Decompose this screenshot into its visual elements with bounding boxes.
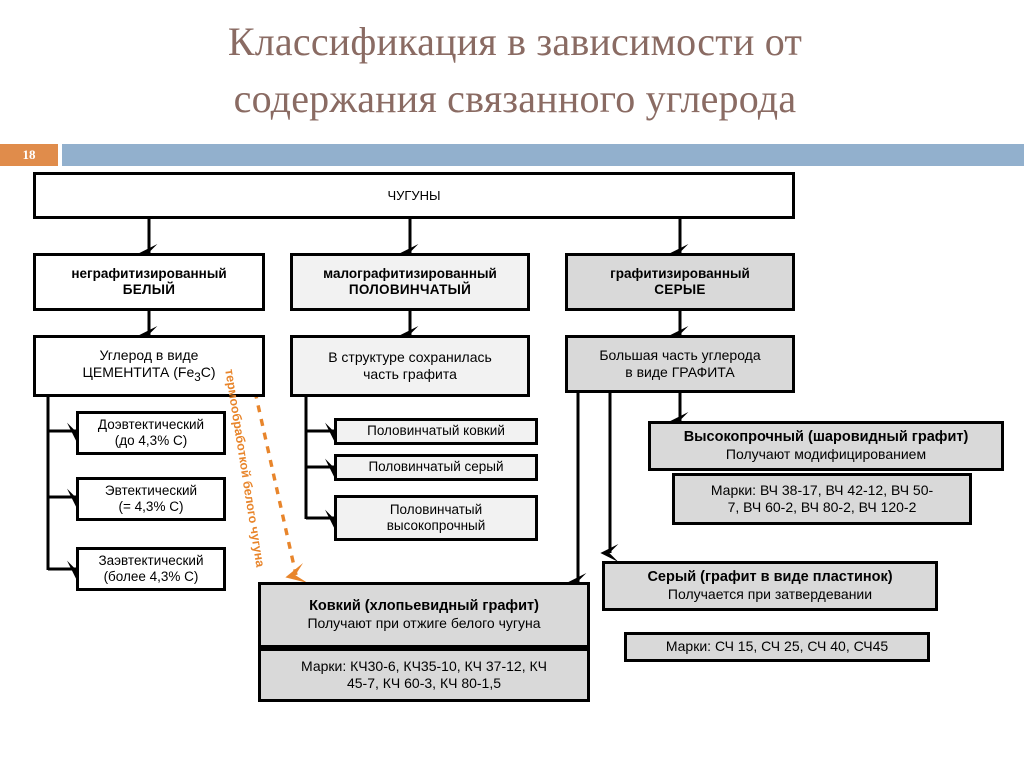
node-hypoeutectic-line2: (до 4,3% C) xyxy=(114,433,188,448)
node-class-white-line1: неграфитизированный xyxy=(71,265,227,281)
node-mottled-ductile-line2: высокопрочный xyxy=(386,518,486,533)
node-result-malleable-marks[interactable]: Марки: КЧ30-6, КЧ35-10, КЧ 37-12, КЧ 45-… xyxy=(258,648,590,702)
page-title-line-1: Классификация в зависимости от xyxy=(227,19,803,64)
node-result-gray-title: Серый (графит в виде пластинок) xyxy=(647,568,893,585)
node-desc-graphitized-line2: в виде ГРАФИТА xyxy=(625,364,735,380)
page-title: Классификация в зависимости от содержани… xyxy=(60,14,970,128)
node-mottled-gray[interactable]: Половинчатый серый xyxy=(334,454,538,481)
node-desc-mottled-line1: В структуре сохранилась xyxy=(328,348,492,365)
page-number-badge: 18 xyxy=(0,144,58,166)
node-result-ductile-marks-line2: 7, ВЧ 60-2, ВЧ 80-2, ВЧ 120-2 xyxy=(727,499,917,515)
node-eutectic[interactable]: Эвтектический (= 4,3% C) xyxy=(76,477,226,521)
node-desc-mottled-line2: часть графита xyxy=(363,366,457,382)
node-desc-graphitized[interactable]: Большая часть углерода в виде ГРАФИТА xyxy=(565,335,795,393)
node-mottled-ductile-line1: Половинчатый xyxy=(389,501,483,517)
node-result-gray[interactable]: Серый (графит в виде пластинок) Получает… xyxy=(602,561,938,611)
node-desc-white-line2: ЦЕМЕНТИТА (Fe3C) xyxy=(42,364,256,385)
node-result-malleable-title: Ковкий (хлопьевидный графит) xyxy=(309,597,539,614)
node-result-malleable-marks-line2: 45-7, КЧ 60-3, КЧ 80-1,5 xyxy=(346,675,502,691)
node-desc-white[interactable]: Углерод в виде ЦЕМЕНТИТА (Fe3C) xyxy=(33,335,265,397)
node-result-gray-subtitle: Получается при затвердевании xyxy=(667,586,873,603)
cementite-prefix: ЦЕМЕНТИТА (Fe xyxy=(82,364,195,381)
node-desc-graphitized-line1: Большая часть углерода xyxy=(599,346,761,363)
node-class-mottled[interactable]: малографитизированный ПОЛОВИНЧАТЫЙ xyxy=(290,253,530,311)
node-hypereutectic[interactable]: Заэвтектический (более 4,3% C) xyxy=(76,547,226,591)
node-result-malleable-subtitle: Получают при отжиге белого чугуна xyxy=(307,615,541,632)
node-hypoeutectic[interactable]: Доэвтектический (до 4,3% C) xyxy=(76,411,226,455)
node-class-white[interactable]: неграфитизированный БЕЛЫЙ xyxy=(33,253,265,311)
node-eutectic-line1: Эвтектический xyxy=(104,482,198,498)
node-hypoeutectic-line1: Доэвтектический xyxy=(97,416,205,432)
node-class-mottled-line1: малографитизированный xyxy=(323,265,497,281)
node-result-gray-marks-line1: Марки: СЧ 15, СЧ 25, СЧ 40, СЧ45 xyxy=(665,638,889,655)
node-result-ductile[interactable]: Высокопрочный (шаровидный графит) Получа… xyxy=(648,421,1004,471)
node-desc-mottled[interactable]: В структуре сохранилась часть графита xyxy=(290,335,530,397)
node-mottled-ductile[interactable]: Половинчатый высокопрочный xyxy=(334,495,538,541)
node-hypereutectic-line1: Заэвтектический xyxy=(98,552,204,568)
accent-bar xyxy=(62,144,1024,166)
anneal-annotation-label: термообработкой белого чугуна xyxy=(222,368,268,569)
node-class-mottled-line2: ПОЛОВИНЧАТЫЙ xyxy=(348,282,472,297)
node-mottled-malleable[interactable]: Половинчатый ковкий xyxy=(334,418,538,445)
node-class-white-line2: БЕЛЫЙ xyxy=(122,282,176,297)
node-class-graphitized-line2: СЕРЫЕ xyxy=(654,282,706,297)
node-eutectic-line2: (= 4,3% C) xyxy=(118,499,184,514)
node-result-malleable[interactable]: Ковкий (хлопьевидный графит) Получают пр… xyxy=(258,582,590,648)
node-hypereutectic-line2: (более 4,3% C) xyxy=(103,569,199,584)
cementite-subscript: 3 xyxy=(194,370,201,384)
node-result-ductile-subtitle: Получают модифицированием xyxy=(725,446,927,463)
node-class-graphitized[interactable]: графитизированный СЕРЫЕ xyxy=(565,253,795,311)
node-class-graphitized-line1: графитизированный xyxy=(610,265,750,281)
node-desc-white-line1: Углерод в виде xyxy=(99,346,199,363)
node-mottled-gray-label: Половинчатый серый xyxy=(368,459,504,475)
node-mottled-malleable-label: Половинчатый ковкий xyxy=(367,423,505,439)
page-title-line-2: содержания связанного углерода xyxy=(233,75,797,121)
node-root-label: ЧУГУНЫ xyxy=(387,187,441,203)
node-root-chuguny[interactable]: ЧУГУНЫ xyxy=(33,172,795,219)
node-result-gray-marks[interactable]: Марки: СЧ 15, СЧ 25, СЧ 40, СЧ45 xyxy=(624,632,930,662)
node-result-ductile-marks[interactable]: Марки: ВЧ 38-17, ВЧ 42-12, ВЧ 50- 7, ВЧ … xyxy=(672,473,972,525)
node-result-malleable-marks-line1: Марки: КЧ30-6, КЧ35-10, КЧ 37-12, КЧ xyxy=(301,657,547,674)
cementite-tail: C) xyxy=(200,364,216,381)
node-result-ductile-title: Высокопрочный (шаровидный графит) xyxy=(683,428,969,445)
node-result-ductile-marks-line1: Марки: ВЧ 38-17, ВЧ 42-12, ВЧ 50- xyxy=(710,481,934,498)
